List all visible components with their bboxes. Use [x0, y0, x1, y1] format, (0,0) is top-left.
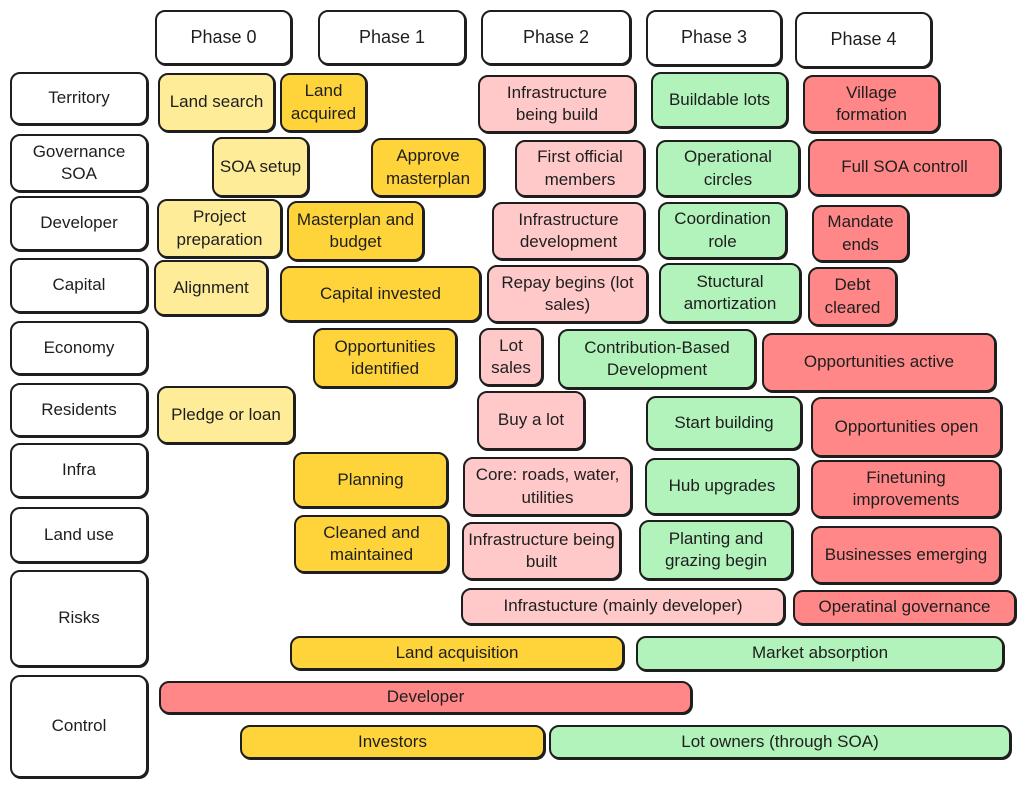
milestone-investors: Investors — [240, 725, 545, 759]
row-label-residents: Residents — [10, 383, 148, 437]
milestone-infrastructure-development: Infrastructure development — [492, 202, 645, 260]
milestone-capital-invested: Capital invested — [280, 266, 481, 322]
milestone-full-soa-controll: Full SOA controll — [808, 139, 1001, 196]
milestone-lot-owners-through-soa: Lot owners (through SOA) — [549, 725, 1011, 759]
milestone-repay-begins-lot-sales: Repay begins (lot sales) — [487, 265, 648, 323]
milestone-lot-sales: Lot sales — [479, 328, 543, 386]
milestone-infrastucture-mainly-developer: Infrastucture (mainly developer) — [461, 588, 785, 625]
milestone-planning: Planning — [293, 452, 448, 508]
milestone-buildable-lots: Buildable lots — [651, 72, 788, 128]
phase-header-0: Phase 0 — [155, 10, 292, 65]
row-label-land-use: Land use — [10, 507, 148, 563]
milestone-soa-setup: SOA setup — [212, 137, 309, 197]
milestone-mandate-ends: Mandate ends — [812, 205, 909, 262]
row-label-control: Control — [10, 675, 148, 778]
milestone-infrastructure-being-built: Infrastructure being built — [462, 522, 621, 580]
row-label-developer: Developer — [10, 196, 148, 251]
row-label-economy: Economy — [10, 321, 148, 375]
milestone-debt-cleared: Debt cleared — [808, 267, 897, 326]
milestone-opportunities-identified: Opportunities identified — [313, 328, 457, 388]
milestone-operatinal-governance: Operatinal governance — [793, 590, 1016, 625]
milestone-coordination-role: Coordination role — [658, 202, 787, 259]
milestone-infrastructure-being-build: Infrastructure being build — [478, 75, 636, 133]
milestone-opportunities-active: Opportunities active — [762, 333, 996, 392]
milestone-businesses-emerging: Businesses emerging — [811, 526, 1001, 584]
milestone-land-search: Land search — [158, 73, 275, 132]
phase-header-2: Phase 2 — [481, 10, 631, 65]
milestone-alignment: Alignment — [154, 260, 268, 316]
milestone-developer: Developer — [159, 681, 692, 714]
milestone-village-formation: Village formation — [803, 75, 940, 133]
milestone-approve-masterplan: Approve masterplan — [371, 138, 485, 197]
milestone-masterplan-and-budget: Masterplan and budget — [287, 201, 424, 261]
row-label-territory: Territory — [10, 72, 148, 125]
milestone-project-preparation: Project preparation — [157, 199, 282, 258]
milestone-start-building: Start building — [646, 396, 802, 450]
milestone-first-official-members: First official members — [515, 140, 645, 197]
milestone-planting-and-grazing-begin: Planting and grazing begin — [639, 520, 793, 580]
milestone-cleaned-and-maintained: Cleaned and maintained — [294, 515, 449, 573]
milestone-land-acquired: Land acquired — [280, 73, 367, 132]
milestone-contribution-based-development: Contribution-Based Development — [558, 329, 756, 389]
row-label-capital: Capital — [10, 258, 148, 313]
milestone-core-roads-water-utilities: Core: roads, water, utilities — [463, 457, 632, 516]
milestone-stuctural-amortization: Stuctural amortization — [659, 263, 801, 323]
milestone-pledge-or-loan: Pledge or loan — [157, 386, 295, 444]
row-label-infra: Infra — [10, 443, 148, 498]
phase-header-4: Phase 4 — [795, 12, 932, 68]
phase-header-1: Phase 1 — [318, 10, 466, 65]
milestone-buy-a-lot: Buy a lot — [477, 391, 585, 450]
milestone-opportunities-open: Opportunities open — [811, 397, 1002, 457]
milestone-finetuning-improvements: Finetuning improvements — [811, 460, 1001, 518]
milestone-land-acquisition: Land acquisition — [290, 636, 624, 670]
row-label-governance-soa: Governance SOA — [10, 134, 148, 192]
row-label-risks: Risks — [10, 570, 148, 667]
milestone-market-absorption: Market absorption — [636, 636, 1004, 671]
phase-header-3: Phase 3 — [646, 10, 782, 66]
milestone-operational-circles: Operational circles — [656, 140, 800, 197]
milestone-hub-upgrades: Hub upgrades — [645, 458, 799, 515]
